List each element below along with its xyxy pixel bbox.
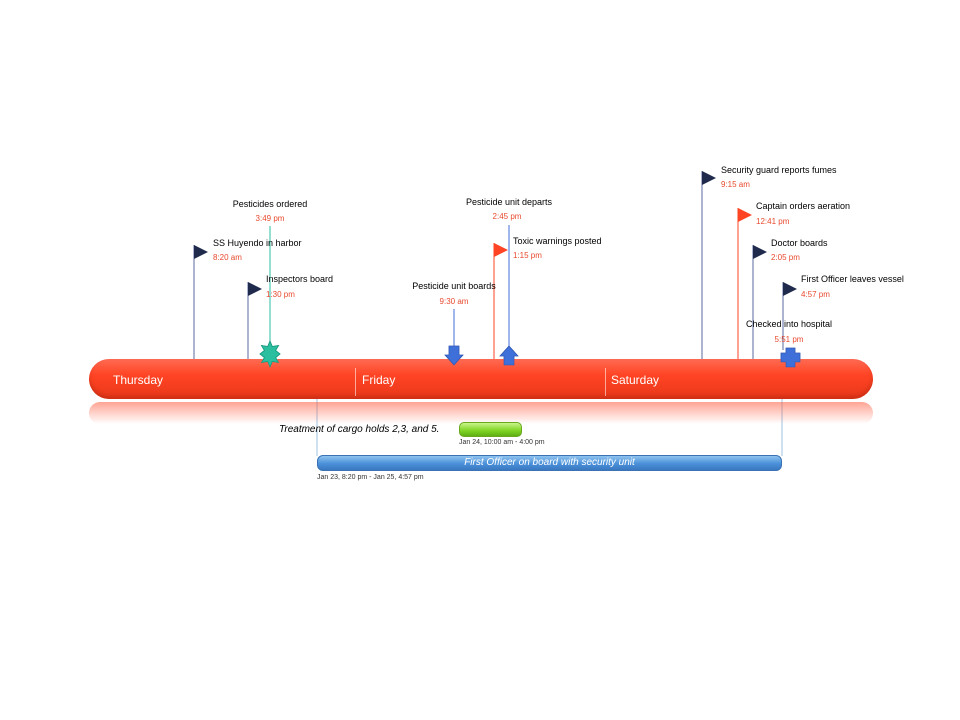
event-title: Inspectors board [266,274,334,284]
event-title: Pesticides ordered [232,199,308,209]
task-date-range: Jan 23, 8:20 pm - Jan 25, 4:57 pm [317,474,424,481]
event-title: Toxic warnings posted [513,236,602,246]
event-time: 12:41 pm [756,217,790,226]
up-arrow-icon [499,345,519,366]
day-label-saturday: Saturday [611,373,660,387]
event-time: 2:05 pm [771,253,800,262]
timeline-reflection [89,402,873,424]
task-bar-treatment [459,422,522,437]
starburst-icon [259,339,281,369]
flag-icon [702,171,716,185]
event-title: Captain orders aeration [756,201,851,211]
day-separator [605,368,606,396]
event-title: First Officer leaves vessel [801,274,904,284]
event-title: SS Huyendo in harbor [213,238,302,248]
event-time: 9:15 am [721,180,750,189]
event-title: Security guard reports fumes [721,165,837,175]
event-title: Pesticide unit boards [412,281,496,291]
event-title: Checked into hospital [745,319,833,329]
task-label: Treatment of cargo holds 2,3, and 5. [279,424,440,435]
event-time: 1:15 pm [513,251,542,260]
flag-icon [494,243,508,257]
flag-icon [753,245,767,259]
flag-icon [738,208,752,222]
flag-icon [783,282,797,296]
event-time: 3:49 pm [255,214,285,223]
event-time: 8:20 am [213,253,242,262]
event-title: Pesticide unit departs [465,197,553,207]
flag-icon [194,245,208,259]
event-time: 4:57 pm [801,290,830,299]
day-separator [355,368,356,396]
event-time: 9:30 am [439,297,469,306]
event-time: 5:51 pm [774,335,804,344]
task-bar-first-officer: First Officer on board with security uni… [317,455,782,471]
day-label-thursday: Thursday [113,373,164,387]
event-title: Doctor boards [771,238,828,248]
event-time: 2:45 pm [492,212,522,221]
timeline-bar [89,359,873,399]
task-date-range: Jan 24, 10:00 am - 4:00 pm [459,439,545,446]
down-arrow-icon [444,345,464,366]
day-label-friday: Friday [362,373,396,387]
event-time: 1:30 pm [266,290,295,299]
plus-icon [780,347,801,368]
flag-icon [248,282,262,296]
